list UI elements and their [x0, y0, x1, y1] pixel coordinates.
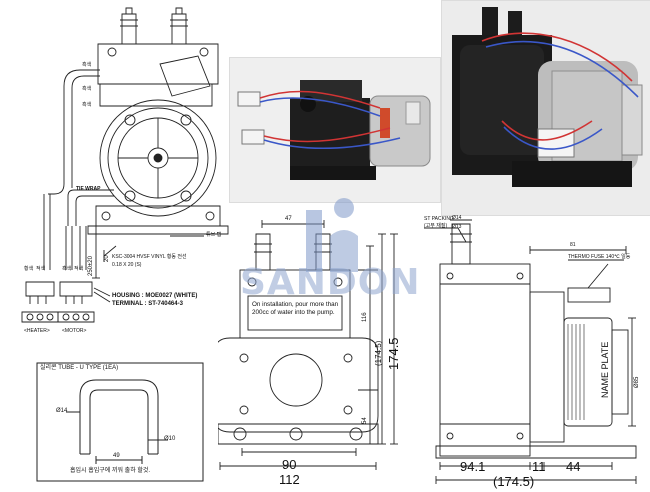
tube-length-49: 49	[113, 453, 120, 459]
side-phi14: Ø14	[452, 215, 462, 221]
side-phi85: Ø85	[634, 376, 640, 388]
pump-side-view-drawing	[424, 219, 637, 484]
tube-diameter-14: Ø14	[56, 408, 68, 414]
installation-notice: On installation, pour more than 200cc of…	[252, 301, 339, 316]
terminal-label: TERMINAL : ST-740464-3	[112, 301, 183, 307]
tube-label: 튜브 탭	[206, 232, 222, 238]
watermark: SANDON	[240, 262, 421, 303]
front-dim-174-5-paren: (174.5)	[374, 340, 383, 366]
pump-photo-side	[229, 57, 441, 203]
side-dim-81: 81	[570, 242, 576, 248]
front-dim-112: 112	[279, 472, 300, 487]
wire-label: 흑색	[82, 102, 92, 108]
wire-color-label: 흑색	[62, 266, 72, 272]
motor-label: <MOTOR>	[62, 328, 87, 334]
tube-diameter-10: Ø10	[164, 436, 176, 442]
st-packing-sub-label: (고무 재질)	[424, 223, 448, 229]
side-phi13: Ø13	[452, 224, 462, 230]
tube-box-title: 실리콘 TUBE - U TYPE (1EA)	[40, 365, 119, 371]
front-dim-47: 47	[285, 216, 292, 222]
silicone-tube-box	[36, 362, 204, 482]
pump-photo-iso	[441, 0, 650, 216]
st-packing-label: ST PACKING	[424, 216, 454, 222]
heater-label: <HEATER>	[24, 328, 50, 334]
front-dim-174-5: 174.5	[386, 337, 401, 370]
side-dim-44: 44	[566, 459, 581, 474]
pump-side-drawing	[21, 7, 229, 323]
wire-spec-sub-label: 0.18 X 20 (S)	[112, 262, 142, 268]
front-dim-116: 116	[362, 312, 368, 322]
pump-photo-side-art	[230, 58, 440, 202]
wire-spec-label: KSC-3004 HVSF VINYL 황동 전선	[112, 254, 187, 260]
thermo-fuse-label: THERMO FUSE 140℃ 일등	[568, 254, 631, 260]
front-dim-54: 54	[362, 417, 368, 424]
side-dim-94-1: 94.1	[460, 459, 486, 474]
pump-front-drawing	[218, 220, 398, 470]
name-plate-label: NAME PLATE	[600, 341, 610, 398]
housing-label: HOUSING : MOE0027 (WHITE)	[112, 293, 198, 299]
wire-label: 흑색	[82, 86, 92, 92]
wire-color-label: 적색	[36, 266, 46, 272]
sandon-logo-icon	[306, 198, 358, 272]
wire-color-label: 적색	[74, 266, 84, 272]
length-250-label: 250±20	[88, 256, 94, 276]
tube-box-caption: 흡입시 흡입구에 끼워 출하 할것.	[70, 468, 151, 474]
length-20-label: 20	[104, 255, 110, 262]
side-dim-174-5: (174.5)	[493, 474, 535, 489]
side-dim-11: 11	[532, 459, 546, 474]
pump-photo-iso-art	[442, 1, 650, 215]
front-dim-90: 90	[282, 457, 297, 472]
wire-label: 흑색	[82, 62, 92, 68]
wire-color-label: 황색	[24, 266, 34, 272]
tie-wrap-label: TIE WRAP	[76, 186, 101, 192]
